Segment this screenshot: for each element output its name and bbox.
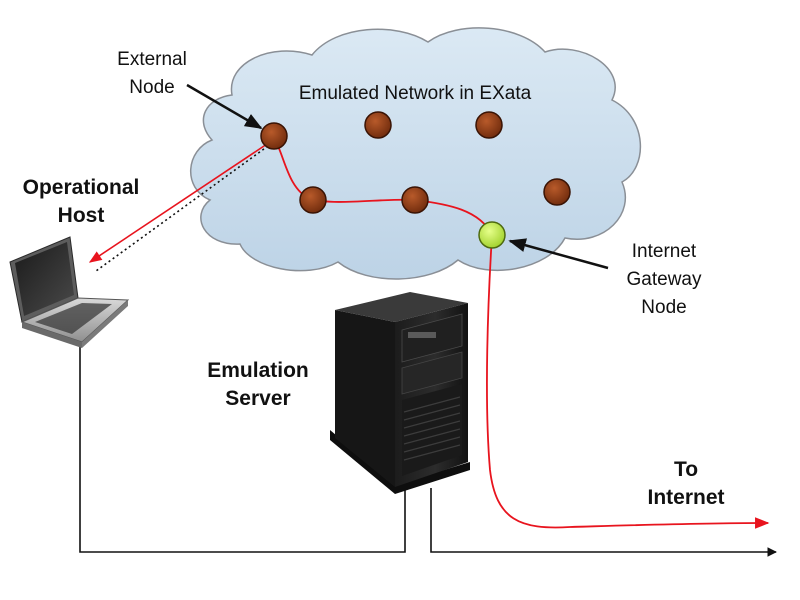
- to-internet-label-line2: Internet: [647, 486, 725, 509]
- external-node: [260, 122, 288, 150]
- operational-host-label-line2: Host: [57, 204, 105, 227]
- emulation-server-label: Emulation Server: [183, 357, 333, 413]
- internet-gateway-label-line2: Gateway: [626, 269, 702, 290]
- emulated-network-cloud: [190, 27, 642, 280]
- operational-host-label-line1: Operational: [22, 176, 140, 199]
- network-node: [401, 186, 429, 214]
- to-internet-label-line1: To: [673, 458, 699, 481]
- external-node-pointer-arrow: [186, 83, 263, 130]
- internet-gateway-label: Internet Gateway Node: [602, 238, 726, 322]
- cloud-title: Emulated Network in EXata: [298, 83, 532, 104]
- emulation-server-label-line1: Emulation: [207, 359, 309, 382]
- emulation-server-label-line2: Server: [225, 387, 291, 410]
- gateway-pointer-arrow: [508, 238, 609, 270]
- operational-host-label: Operational Host: [2, 174, 160, 230]
- network-node: [364, 111, 392, 139]
- server-to-internet-wire: [430, 488, 777, 557]
- external-node-label-line1: External: [117, 49, 187, 70]
- internet-route-line: [486, 234, 770, 529]
- network-node: [543, 178, 571, 206]
- network-node: [299, 186, 327, 214]
- external-to-host-dotted-link: [95, 145, 269, 272]
- host-to-server-wire: [79, 345, 406, 553]
- to-internet-label: To Internet: [620, 456, 752, 512]
- laptop-icon: [9, 236, 130, 348]
- internet-gateway-label-line3: Node: [641, 297, 687, 318]
- external-to-host-arrow: [88, 141, 271, 263]
- network-route-line: [272, 137, 493, 236]
- external-node-label: External Node: [96, 46, 208, 102]
- internet-gateway-node: [478, 221, 506, 249]
- external-node-label-line2: Node: [129, 77, 175, 98]
- network-node: [475, 111, 503, 139]
- internet-gateway-label-line1: Internet: [631, 241, 697, 262]
- tower-server-icon: [330, 292, 470, 494]
